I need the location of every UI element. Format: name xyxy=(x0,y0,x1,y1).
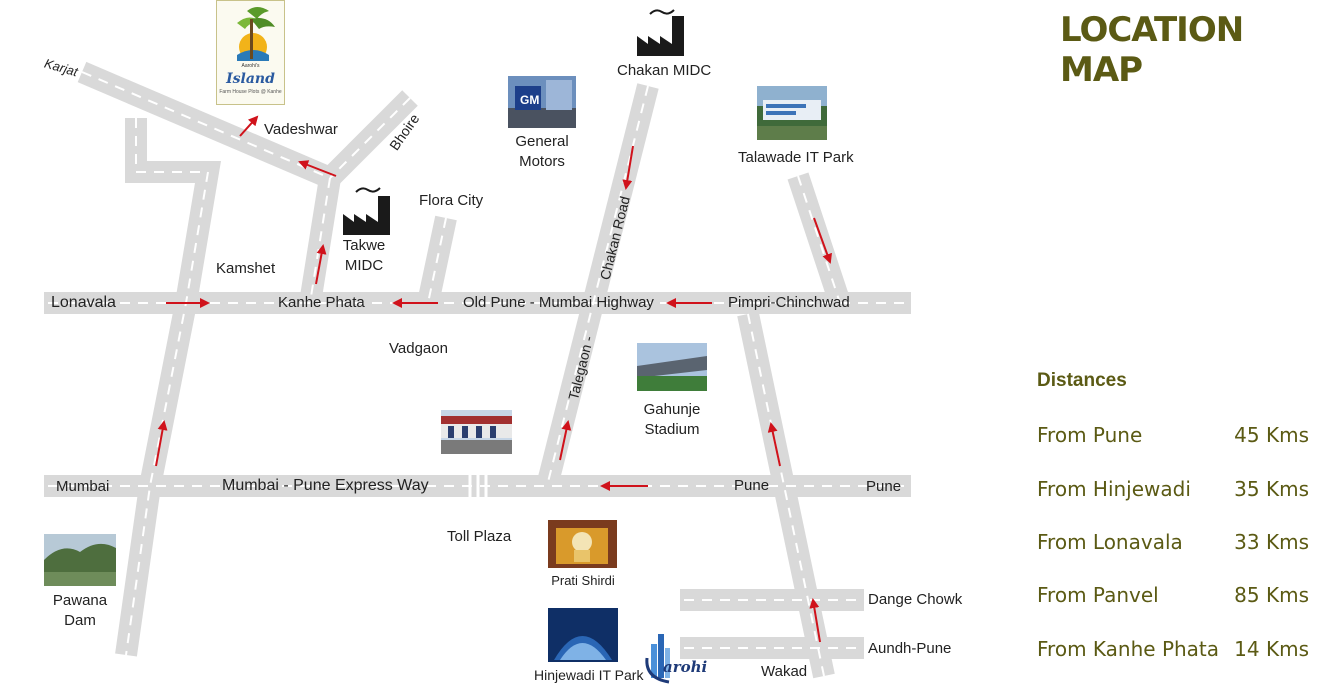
toll-plaza-photo xyxy=(441,410,512,454)
gahunje-stadium-photo xyxy=(637,343,707,391)
page-title: LOCATION MAP xyxy=(1060,10,1244,90)
distance-from: From Kanhe Phata xyxy=(1037,637,1220,661)
hinjewadi-it-park-photo xyxy=(548,608,618,662)
arrow-to-vadeshwar xyxy=(298,160,337,177)
distance-value: 45 Kms xyxy=(1234,423,1309,447)
label-expressway: Mumbai - Pune Express Way xyxy=(222,477,429,494)
pawana-dam-photo xyxy=(44,534,116,586)
aarohi-logo: arohi xyxy=(643,628,713,684)
label-dange-chowk: Dange Chowk xyxy=(868,591,963,608)
label-vadgaon: Vadgaon xyxy=(389,340,448,357)
label-gahunje-stadium: Gahunje Stadium xyxy=(643,401,701,438)
distance-from: From Hinjewadi xyxy=(1037,477,1191,501)
label-wakad: Wakad xyxy=(761,663,808,680)
island-logo: Aarohi's Island Farm House Plots @ Kanhe xyxy=(216,0,285,105)
road-kamshet-loop xyxy=(115,118,222,657)
distance-from: From Lonavala xyxy=(1037,530,1183,554)
label-pune-end: Pune xyxy=(866,478,902,495)
arrow-pune-north xyxy=(767,422,781,467)
arrow-to-island xyxy=(239,115,259,137)
label-mumbai: Mumbai xyxy=(56,478,110,495)
prati-shirdi-photo xyxy=(548,520,617,568)
distance-value: 14 Kms xyxy=(1234,637,1309,661)
distance-row: From Hinjewadi 35 Kms xyxy=(1037,477,1309,501)
label-chakan-midc: Chakan MIDC xyxy=(617,62,712,79)
distance-value: 33 Kms xyxy=(1234,530,1309,554)
label-general-motors: General Motors xyxy=(515,133,569,170)
building-icon xyxy=(645,634,670,684)
logo-name: Island xyxy=(226,71,275,87)
talawade-it-park-photo xyxy=(757,86,827,140)
distance-from: From Panvel xyxy=(1037,583,1159,607)
label-talawade-it-park: Talawade IT Park xyxy=(738,149,854,166)
brand-name: arohi xyxy=(663,658,708,676)
distance-from: From Pune xyxy=(1037,423,1143,447)
label-prati-shirdi: Prati Shirdi xyxy=(551,573,615,588)
distance-row: From Lonavala 33 Kms xyxy=(1037,530,1309,554)
arrow-talawade-south xyxy=(813,217,832,264)
distance-value: 35 Kms xyxy=(1234,477,1309,501)
palm-tree-icon xyxy=(237,7,275,61)
label-pimpri-chinchwad: Pimpri-Chinchwad xyxy=(728,294,850,311)
label-hinjewadi-it-park: Hinjewadi IT Park xyxy=(534,667,644,683)
label-old-highway: Old Pune - Mumbai Highway xyxy=(463,294,654,311)
logo-tagline: Farm House Plots @ Kanhe xyxy=(219,89,282,95)
label-lonavala: Lonavala xyxy=(51,294,116,311)
label-kamshet: Kamshet xyxy=(216,260,276,277)
label-aundh-pune: Aundh-Pune xyxy=(868,640,952,657)
svg-text:GM: GM xyxy=(520,93,539,107)
label-pawana-dam: Pawana Dam xyxy=(52,592,108,629)
arrow-chakan-south xyxy=(622,145,634,190)
label-toll-plaza: Toll Plaza xyxy=(447,528,512,545)
distance-row: From Pune 45 Kms xyxy=(1037,423,1309,447)
distance-row: From Panvel 85 Kms xyxy=(1037,583,1309,607)
arrow-talegaon-north xyxy=(559,420,572,461)
logo-small-top: Aarohi's xyxy=(241,63,260,69)
label-vadeshwar: Vadeshwar xyxy=(264,121,338,138)
label-pune-mid: Pune xyxy=(734,477,770,494)
arrow-mumbai-north xyxy=(155,420,168,467)
general-motors-photo: GM xyxy=(508,76,576,128)
toll-plaza-marker xyxy=(468,466,488,508)
label-takwe-midc: Takwe MIDC xyxy=(342,237,386,274)
distance-value: 85 Kms xyxy=(1234,583,1309,607)
arrow-wakad-north xyxy=(809,598,821,643)
label-flora-city: Flora City xyxy=(419,192,484,209)
takwe-factory-icon xyxy=(343,187,390,235)
distance-row: From Kanhe Phata 14 Kms xyxy=(1037,637,1309,661)
distances-heading: Distances xyxy=(1037,370,1127,391)
chakan-factory-icon xyxy=(637,9,684,56)
label-kanhe-phata: Kanhe Phata xyxy=(278,294,365,311)
arrow-kanhe-north xyxy=(315,244,327,285)
